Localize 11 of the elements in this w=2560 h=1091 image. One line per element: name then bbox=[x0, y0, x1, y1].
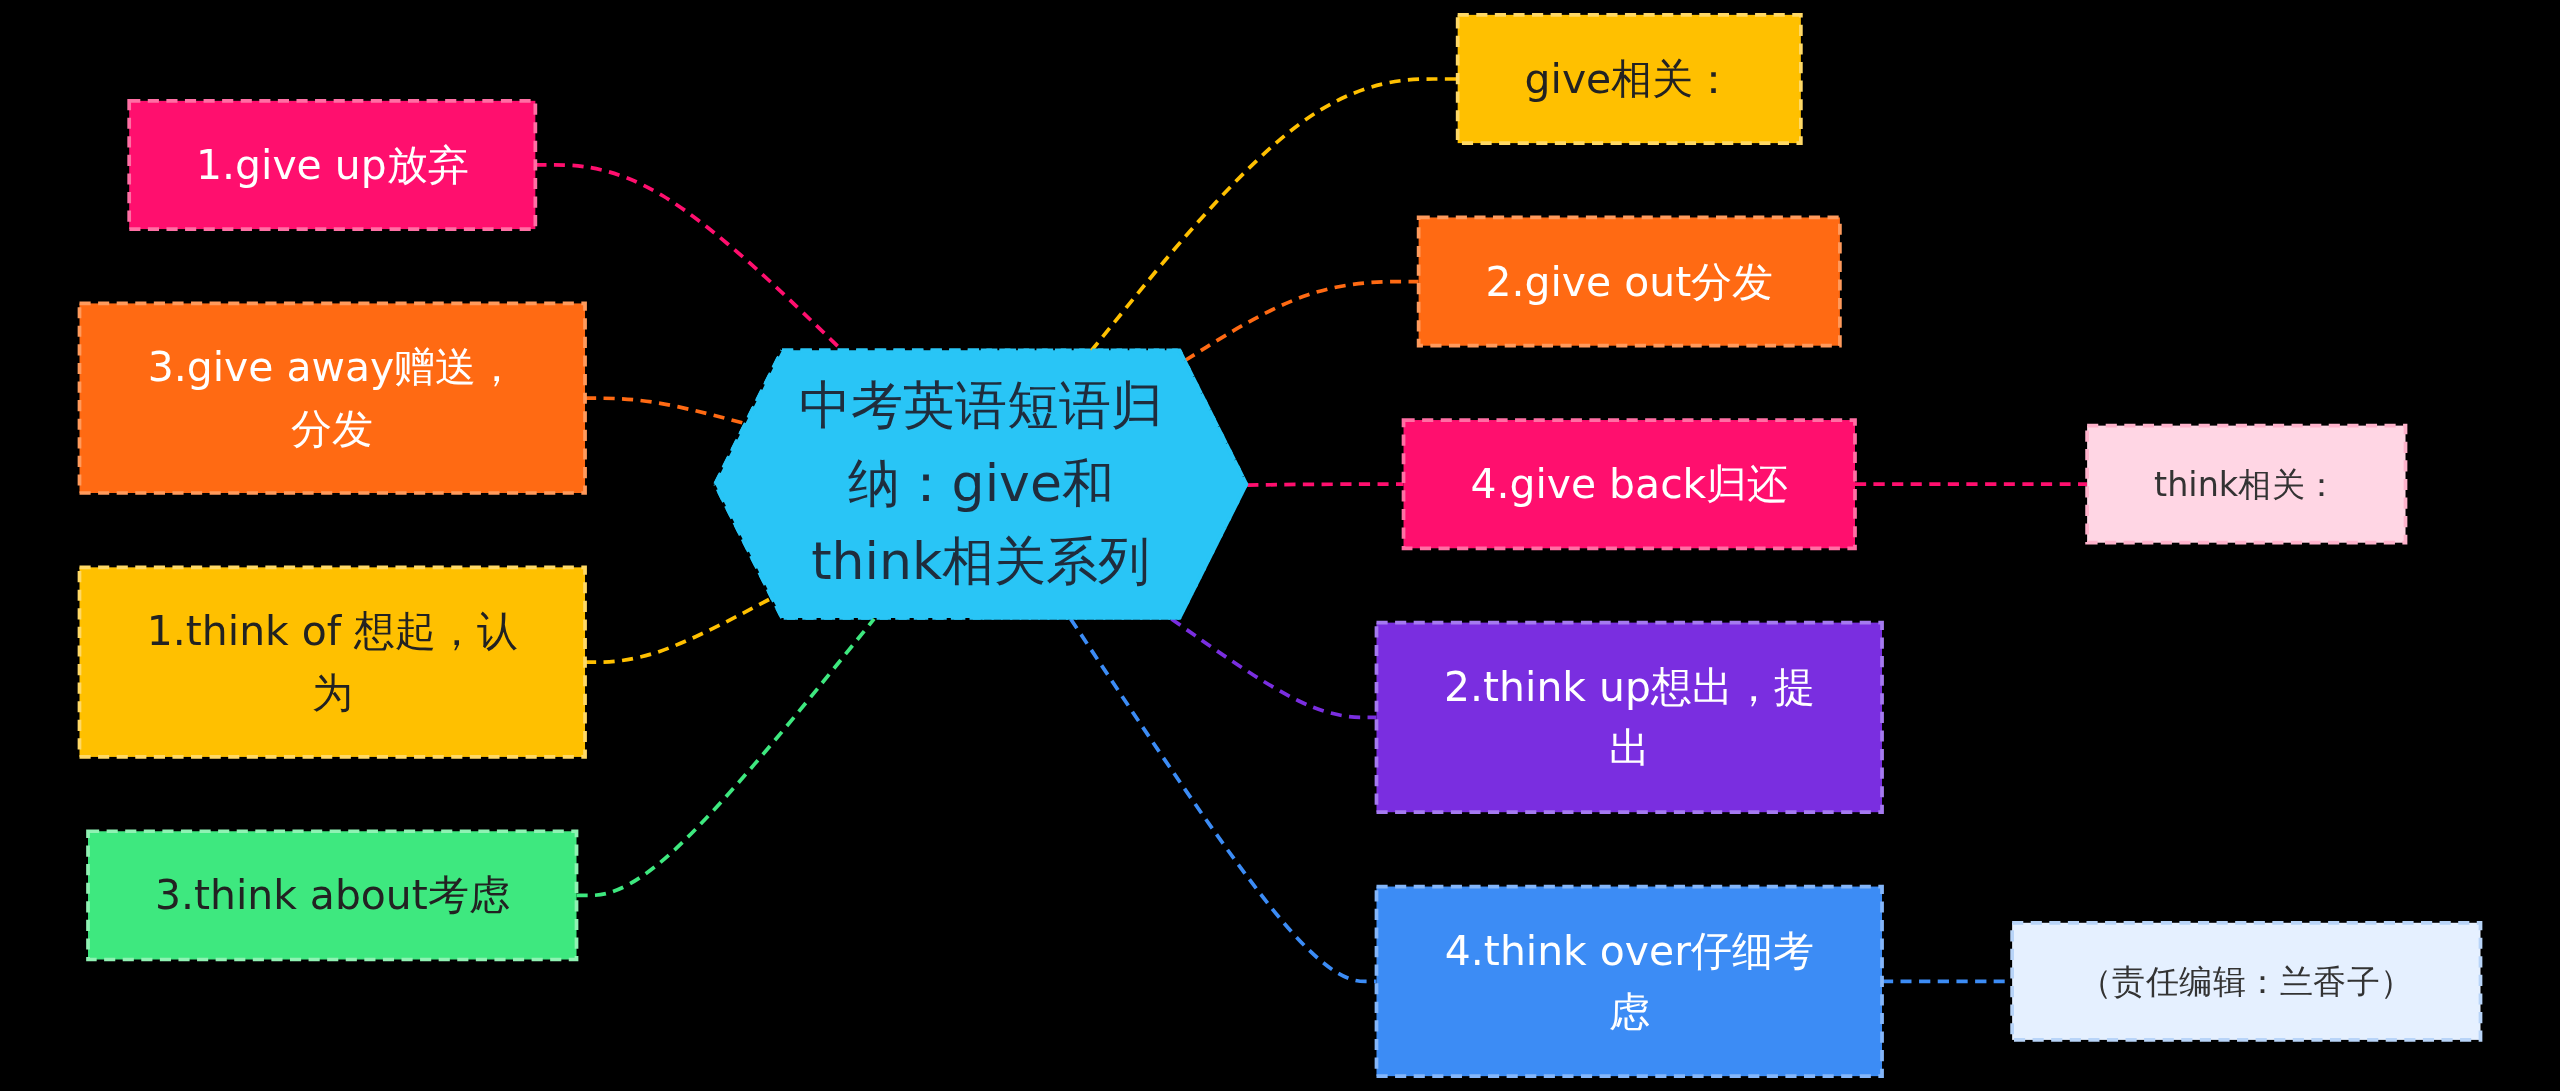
node-box: 3.give away赠送，分发 bbox=[77, 301, 587, 495]
node-box: 3.think about考虑 bbox=[86, 829, 579, 962]
node-box: 2.give out分发 bbox=[1416, 215, 1842, 348]
node-box: 4.think over仔细考虑 bbox=[1374, 884, 1884, 1078]
node-box: 1.think of 想起，认为 bbox=[77, 565, 587, 759]
node-box: give相关： bbox=[1455, 13, 1803, 145]
node-box: 1.give up放弃 bbox=[127, 98, 538, 231]
node-box: （责任编辑：兰香子） bbox=[2010, 920, 2483, 1042]
node-box: think相关： bbox=[2085, 423, 2408, 545]
node-box: 4.give back归还 bbox=[1401, 418, 1857, 551]
node-box: 2.think up想出，提出 bbox=[1374, 620, 1884, 815]
